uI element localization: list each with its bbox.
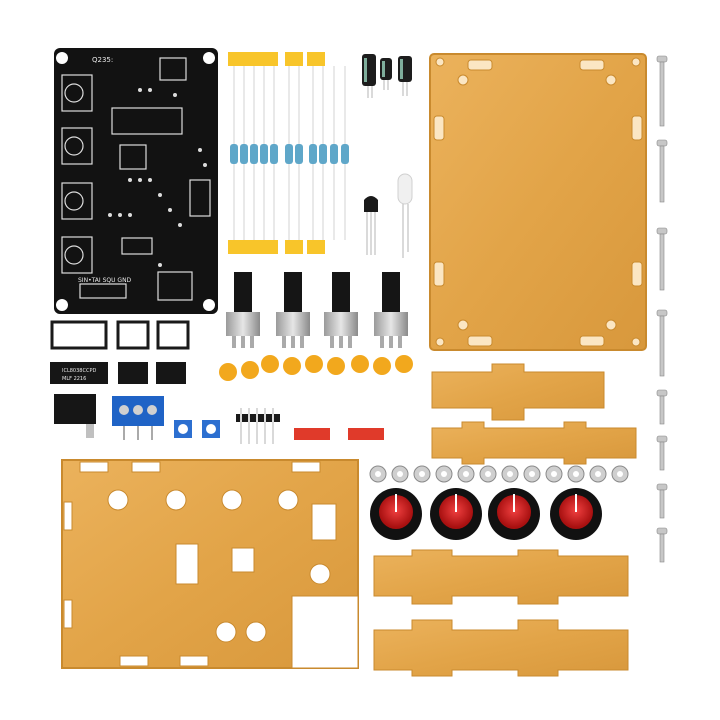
pcb-board: Q235: SIN•TAI SQU GND: [54, 48, 218, 314]
knob-2: [430, 488, 482, 540]
potentiometer-1: [226, 272, 260, 348]
knob-3: [488, 488, 540, 540]
trimmer-pots: [174, 420, 220, 438]
ic-chip-3: [156, 362, 186, 384]
led: [397, 173, 413, 258]
ceramic-capacitors: [219, 355, 413, 381]
pcb-small-pads: [108, 88, 207, 267]
potentiometer-2: [276, 272, 310, 348]
ic-chip-icl8038: [50, 362, 108, 384]
ic-sockets: [50, 320, 190, 350]
acrylic-bracket-2: [431, 421, 637, 465]
ic-label-2: MLF 2216: [62, 376, 86, 382]
knobs: [370, 488, 602, 540]
pcb-top-label: Q235:: [92, 56, 113, 64]
acrylic-case-panel-large: [429, 53, 647, 351]
resistor-strip: [228, 52, 349, 254]
transistor: [364, 196, 378, 255]
knob-4: [550, 488, 602, 540]
pcb-connector-label: SIN•TAI SQU GND: [78, 277, 132, 284]
pot-footprints: [61, 74, 93, 274]
ic-footprint: [111, 57, 211, 255]
acrylic-rail-1: [373, 549, 629, 605]
nuts: [369, 465, 629, 483]
resistor-bodies: [230, 144, 349, 164]
acrylic-rail-2: [373, 619, 629, 677]
ic-chips: ICL8038CCPD MLF 2216: [50, 362, 186, 384]
ic-label-1: ICL8038CCPD: [62, 368, 96, 374]
terminal-block: [112, 396, 164, 440]
electrolytic-capacitors: [362, 54, 412, 98]
potentiometer-3: [324, 272, 358, 348]
knob-1: [370, 488, 422, 540]
dc-power-jack: [54, 394, 96, 438]
ic-chip-2: [118, 362, 148, 384]
potentiometers: [226, 272, 408, 348]
acrylic-front-panel: [61, 459, 359, 669]
potentiometer-4: [374, 272, 408, 348]
screws: [656, 55, 668, 563]
acrylic-bracket-1: [431, 363, 605, 421]
jumper-caps: [294, 428, 384, 440]
pin-header: [236, 408, 280, 444]
